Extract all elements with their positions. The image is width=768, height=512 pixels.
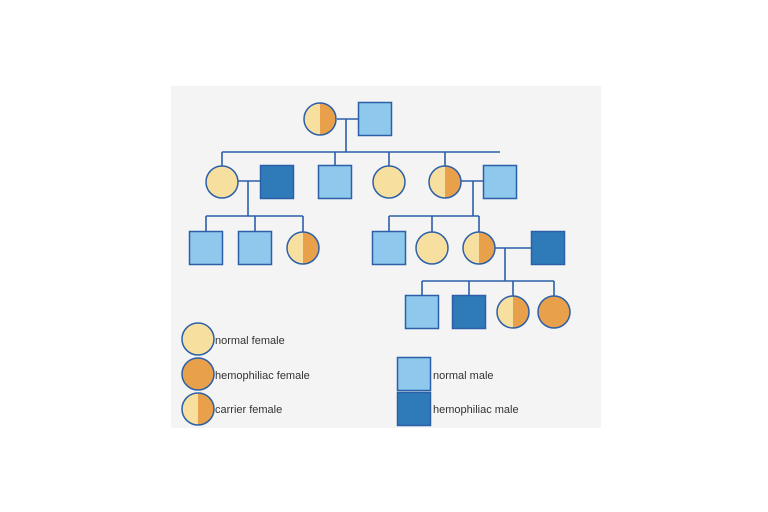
hemophiliac-male-square — [530, 230, 566, 266]
legend-label-hemophiliac-female: hemophiliac female — [215, 370, 310, 382]
carrier-outline — [181, 392, 215, 426]
generation-3-right-member-3 — [462, 231, 496, 265]
normal-male-square — [396, 356, 432, 392]
legend-label-normal-female: normal female — [215, 335, 285, 347]
generation-2-member-1 — [205, 165, 239, 199]
pedigree-symbols — [188, 101, 571, 330]
generation-4-member-2 — [451, 294, 487, 330]
generation-2-member-2 — [259, 164, 295, 200]
normal-male-square — [357, 101, 393, 137]
legend-label-normal-male: normal male — [433, 370, 494, 382]
generation-3-right-member-1 — [371, 230, 407, 266]
normal-male-square — [188, 230, 224, 266]
carrier-outline — [303, 102, 337, 136]
carrier-right-half — [445, 166, 461, 198]
hemophiliac-male-square — [396, 391, 432, 427]
generation-1-member-2 — [357, 101, 393, 137]
generation-2-member-3 — [317, 164, 353, 200]
carrier-outline — [428, 165, 462, 199]
normal-male-square — [404, 294, 440, 330]
carrier-outline — [286, 231, 320, 265]
carrier-left-half — [182, 393, 198, 425]
legend-label-carrier-female: carrier female — [215, 404, 282, 416]
normal-male-square — [482, 164, 518, 200]
hemophiliac-female-circle — [537, 295, 571, 329]
generation-3-right-member-2 — [415, 231, 449, 265]
legend — [181, 322, 432, 427]
legend-symbol-hemophiliac-female — [181, 357, 215, 391]
hemophiliac-male-square — [259, 164, 295, 200]
generation-4-member-4 — [537, 295, 571, 329]
generation-1-member-1 — [303, 102, 337, 136]
normal-female-circle — [181, 322, 215, 356]
legend-symbol-hemophiliac-male — [396, 391, 432, 427]
carrier-outline — [462, 231, 496, 265]
carrier-left-half — [287, 232, 303, 264]
normal-female-circle — [415, 231, 449, 265]
carrier-right-half — [320, 103, 336, 135]
generation-4-member-1 — [404, 294, 440, 330]
carrier-right-half — [479, 232, 495, 264]
legend-label-hemophiliac-male: hemophiliac male — [433, 404, 519, 416]
normal-female-circle — [372, 165, 406, 199]
generation-3-left-member-3 — [286, 231, 320, 265]
normal-male-square — [237, 230, 273, 266]
carrier-left-half — [497, 296, 513, 328]
normal-male-square — [371, 230, 407, 266]
connector-lines — [205, 118, 555, 296]
legend-symbol-normal-female — [181, 322, 215, 356]
carrier-left-half — [429, 166, 445, 198]
carrier-left-half — [463, 232, 479, 264]
carrier-outline — [496, 295, 530, 329]
generation-2-member-5 — [428, 165, 462, 199]
normal-male-square — [317, 164, 353, 200]
generation-4-member-3 — [496, 295, 530, 329]
legend-symbol-carrier-female — [181, 392, 215, 426]
hemophiliac-male-square — [451, 294, 487, 330]
generation-3-left-member-1 — [188, 230, 224, 266]
carrier-right-half — [198, 393, 214, 425]
generation-3-left-member-2 — [237, 230, 273, 266]
legend-symbol-normal-male — [396, 356, 432, 392]
hemophiliac-female-circle — [181, 357, 215, 391]
generation-2-member-4 — [372, 165, 406, 199]
carrier-right-half — [513, 296, 529, 328]
generation-2-member-6 — [482, 164, 518, 200]
carrier-right-half — [303, 232, 319, 264]
carrier-left-half — [304, 103, 320, 135]
normal-female-circle — [205, 165, 239, 199]
generation-3-right-member-4 — [530, 230, 566, 266]
